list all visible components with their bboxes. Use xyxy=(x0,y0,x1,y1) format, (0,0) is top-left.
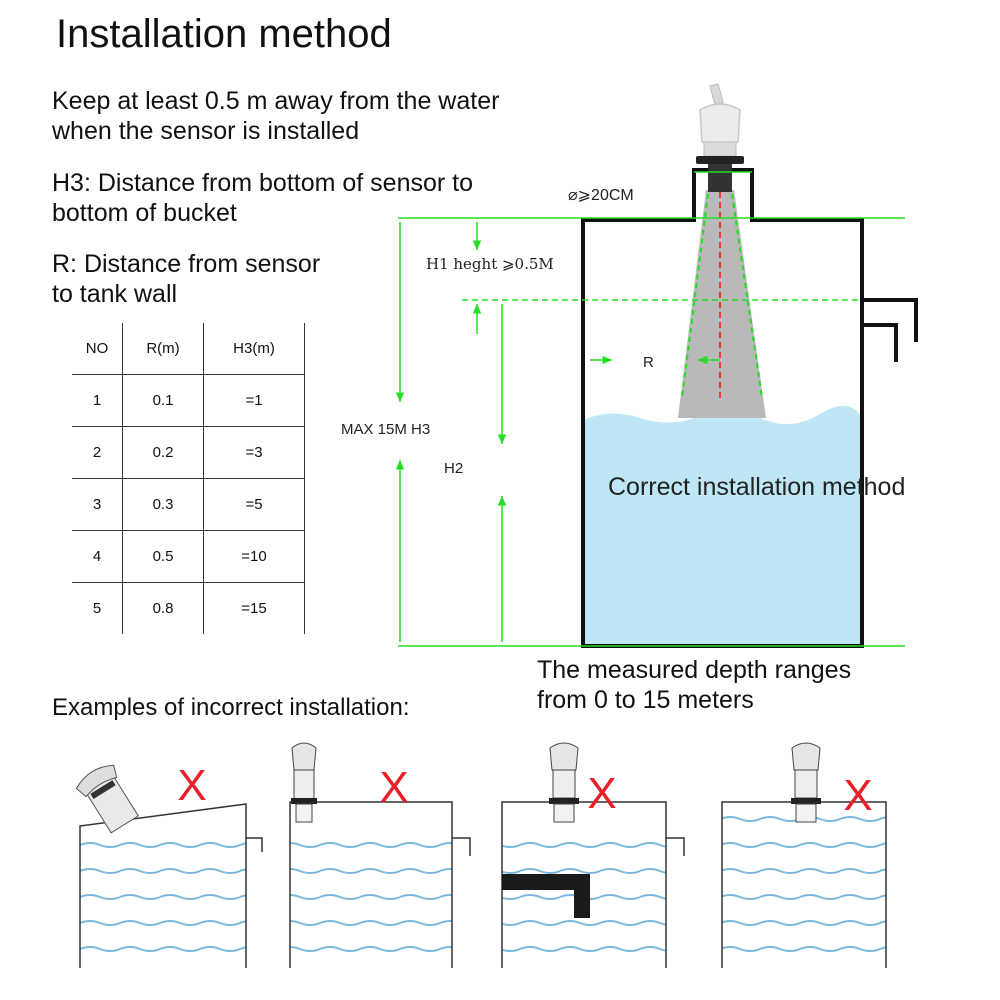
cell-no: 1 xyxy=(72,374,123,427)
cell-r: 0.5 xyxy=(122,530,204,583)
incorrect-mark: X xyxy=(379,763,408,812)
table-header-row: NO R(m) H3(m) xyxy=(72,323,305,375)
tank-caption: Correct installation method xyxy=(608,473,905,501)
distance-note-line: when the sensor is installed xyxy=(52,117,360,145)
cell-no: 4 xyxy=(72,530,123,583)
cell-h3: =5 xyxy=(203,478,305,531)
h3-definition: H3: Distance from bottom of sensor to bo… xyxy=(52,168,473,228)
beam-edge-right xyxy=(731,193,763,399)
r-definition: R: Distance from sensor to tank wall xyxy=(52,249,320,309)
depth-range-note: The measured depth ranges from 0 to 15 m… xyxy=(537,655,851,715)
table-row: 2 0.2 =3 xyxy=(72,426,305,479)
h2-label: H2 xyxy=(444,460,463,477)
cell-h3: =15 xyxy=(203,582,305,634)
cell-no: 2 xyxy=(72,426,123,479)
spec-table: NO R(m) H3(m) 1 0.1 =1 2 0.2 =3 3 0.3 =5… xyxy=(72,323,305,634)
page-title: Installation method xyxy=(56,12,392,56)
h3-definition-line: H3: Distance from bottom of sensor to xyxy=(52,169,474,197)
r-label: R xyxy=(643,354,654,371)
header-r: R(m) xyxy=(122,323,204,375)
r-definition-line: to tank wall xyxy=(52,280,178,308)
incorrect-mark: X xyxy=(587,769,616,818)
table-row: 3 0.3 =5 xyxy=(72,478,305,531)
distance-note: Keep at least 0.5 m away from the water … xyxy=(52,86,499,146)
sensor-icon xyxy=(696,83,744,192)
cell-r: 0.1 xyxy=(122,374,204,427)
header-no: NO xyxy=(72,323,123,375)
table-row: 4 0.5 =10 xyxy=(72,530,305,583)
incorrect-example-3: X xyxy=(501,742,685,968)
table-row: 1 0.1 =1 xyxy=(72,374,305,427)
cell-no: 5 xyxy=(72,582,123,634)
incorrect-mark: X xyxy=(843,771,872,820)
incorrect-examples-heading: Examples of incorrect installation: xyxy=(52,694,410,721)
overflow-pipe xyxy=(862,298,918,362)
sensor-icon xyxy=(791,742,821,823)
distance-note-line: Keep at least 0.5 m away from the water xyxy=(52,87,500,115)
table-row: 5 0.8 =15 xyxy=(72,582,305,634)
h1-label: H1 heght ⩾0.5M xyxy=(426,255,554,273)
ultrasonic-beam xyxy=(678,190,766,418)
incorrect-example-2: X xyxy=(289,742,471,968)
cell-h3: =10 xyxy=(203,530,305,583)
depth-range-line: The measured depth ranges xyxy=(537,656,852,684)
h3-definition-line: bottom of bucket xyxy=(52,199,237,227)
sensor-icon xyxy=(549,742,579,823)
cell-r: 0.2 xyxy=(122,426,204,479)
incorrect-mark: X xyxy=(177,761,206,810)
sensor-icon xyxy=(291,742,317,823)
cell-r: 0.3 xyxy=(122,478,204,531)
dimension-lines xyxy=(395,171,905,647)
tank-outline xyxy=(581,168,864,648)
obstacle-bracket xyxy=(502,874,590,918)
tank-water xyxy=(583,405,862,646)
cell-h3: =1 xyxy=(203,374,305,427)
incorrect-example-1: X xyxy=(75,761,263,968)
cell-r: 0.8 xyxy=(122,582,204,634)
max-h3-label: MAX 15M H3 xyxy=(341,421,430,438)
tilted-sensor-icon xyxy=(75,764,139,834)
incorrect-example-4: X xyxy=(721,742,887,968)
diameter-label: ⌀⩾20CM xyxy=(568,187,634,204)
depth-range-line: from 0 to 15 meters xyxy=(537,686,754,714)
r-definition-line: R: Distance from sensor xyxy=(52,250,321,278)
cell-h3: =3 xyxy=(203,426,305,479)
beam-edge-left xyxy=(681,193,709,399)
